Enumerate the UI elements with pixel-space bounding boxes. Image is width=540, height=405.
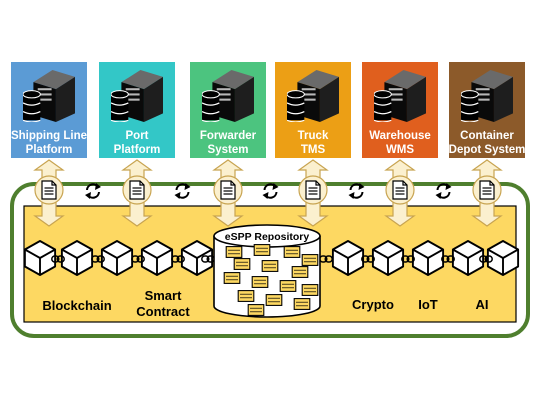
repository-document-icon (265, 294, 283, 306)
blockchain-block-icon (23, 240, 57, 276)
system-label-line1: Port (126, 130, 149, 142)
blockchain-block-icon (60, 240, 94, 276)
document-icon (129, 180, 145, 200)
blockchain-block-icon (371, 240, 405, 276)
repository-label: eSPP Repository (225, 231, 310, 243)
bidirectional-arrow (471, 159, 503, 227)
system-boxes: Shipping LinePlatformPortPlatformForward… (11, 62, 525, 158)
label-blockchain: Blockchain (42, 298, 111, 313)
bidirectional-arrow (212, 159, 244, 227)
label-iot: IoT (418, 297, 438, 312)
document-icon (41, 180, 57, 200)
document-exchange-arrows (33, 159, 503, 227)
system-label-line2: TMS (301, 144, 326, 156)
repository-document-icon (223, 272, 241, 284)
repository-document-icon (293, 298, 311, 310)
system-label-line1: Truck (298, 130, 329, 142)
bidirectional-arrow (121, 159, 153, 227)
document-icon (479, 180, 495, 200)
repository-document-icon (247, 304, 265, 316)
repository-document-icon (283, 246, 301, 258)
espp-repository: eSPP Repository (213, 224, 321, 318)
blockchain-block-icon (140, 240, 174, 276)
label-ai: AI (476, 297, 489, 312)
document-icon (220, 180, 236, 200)
repository-document-icon (233, 258, 251, 270)
bidirectional-arrow (297, 159, 329, 227)
label-smart-contract-line2: Contract (136, 304, 190, 319)
repository-document-icon (301, 254, 319, 266)
blockchain-block-icon (331, 240, 365, 276)
system-label-line1: Forwarder (200, 130, 257, 142)
document-icon (305, 180, 321, 200)
system-label-line2: WMS (386, 144, 414, 156)
system-label-line2: Depot System (449, 144, 526, 156)
repository-document-icon (301, 284, 319, 296)
system-label-line1: Container (460, 130, 514, 142)
repository-document-icon (225, 246, 243, 258)
repository-document-icon (237, 290, 255, 302)
technology-labels: Blockchain Smart Contract Crypto IoT AI (42, 288, 488, 319)
label-crypto: Crypto (352, 297, 394, 312)
system-label-line1: Shipping Line (11, 130, 87, 142)
repository-document-icon (291, 266, 309, 278)
repository-document-icon (279, 280, 297, 292)
bidirectional-arrow (384, 159, 416, 227)
repository-document-icon (253, 244, 271, 256)
blockchain-block-icon (451, 240, 485, 276)
system-label-line2: System (208, 144, 249, 156)
repository-document-icon (261, 260, 279, 272)
system-label-line2: Platform (114, 144, 161, 156)
system-label-line1: Warehouse (369, 130, 431, 142)
blockchain-block-icon (411, 240, 445, 276)
blockchain-block-icon (100, 240, 134, 276)
bidirectional-arrow (33, 159, 65, 227)
document-icon (392, 180, 408, 200)
repository-document-icon (251, 276, 269, 288)
label-smart-contract-line1: Smart (145, 288, 183, 303)
system-label-line2: Platform (26, 144, 73, 156)
